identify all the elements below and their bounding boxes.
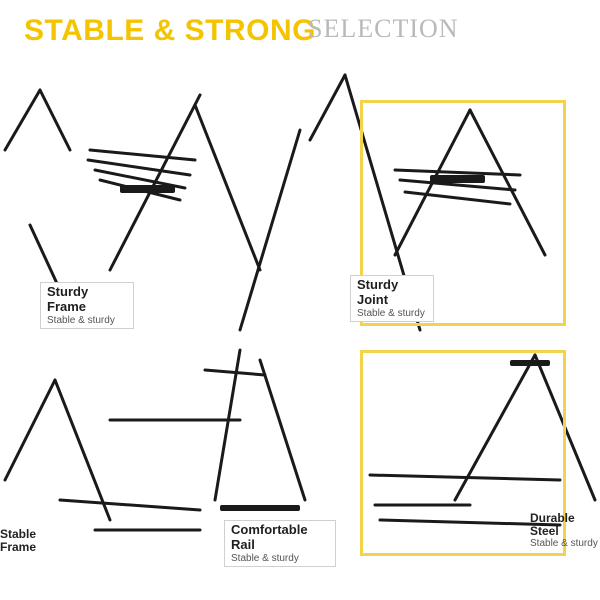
label-sturdy-joint: Sturdy Joint Stable & sturdy: [350, 275, 434, 323]
frame-diagonal-2: [193, 103, 262, 272]
ghost-title: SELECTION: [308, 14, 459, 43]
page-title: STABLE & STRONG: [24, 14, 316, 47]
label-durable-steel: Durable Steel Stable & sturdy: [530, 511, 598, 550]
label-sturdy-frame: Sturdy Frame Stable & sturdy: [40, 282, 134, 330]
frame-leg-right: [38, 88, 72, 152]
callout-joint: [360, 100, 566, 326]
callout-steel: [360, 350, 566, 556]
label-stable-frame: Stable Frame: [0, 527, 37, 555]
label-comfortable-rail: Comfortable Rail Stable & sturdy: [224, 520, 336, 568]
frame-leg-left: [3, 88, 42, 152]
